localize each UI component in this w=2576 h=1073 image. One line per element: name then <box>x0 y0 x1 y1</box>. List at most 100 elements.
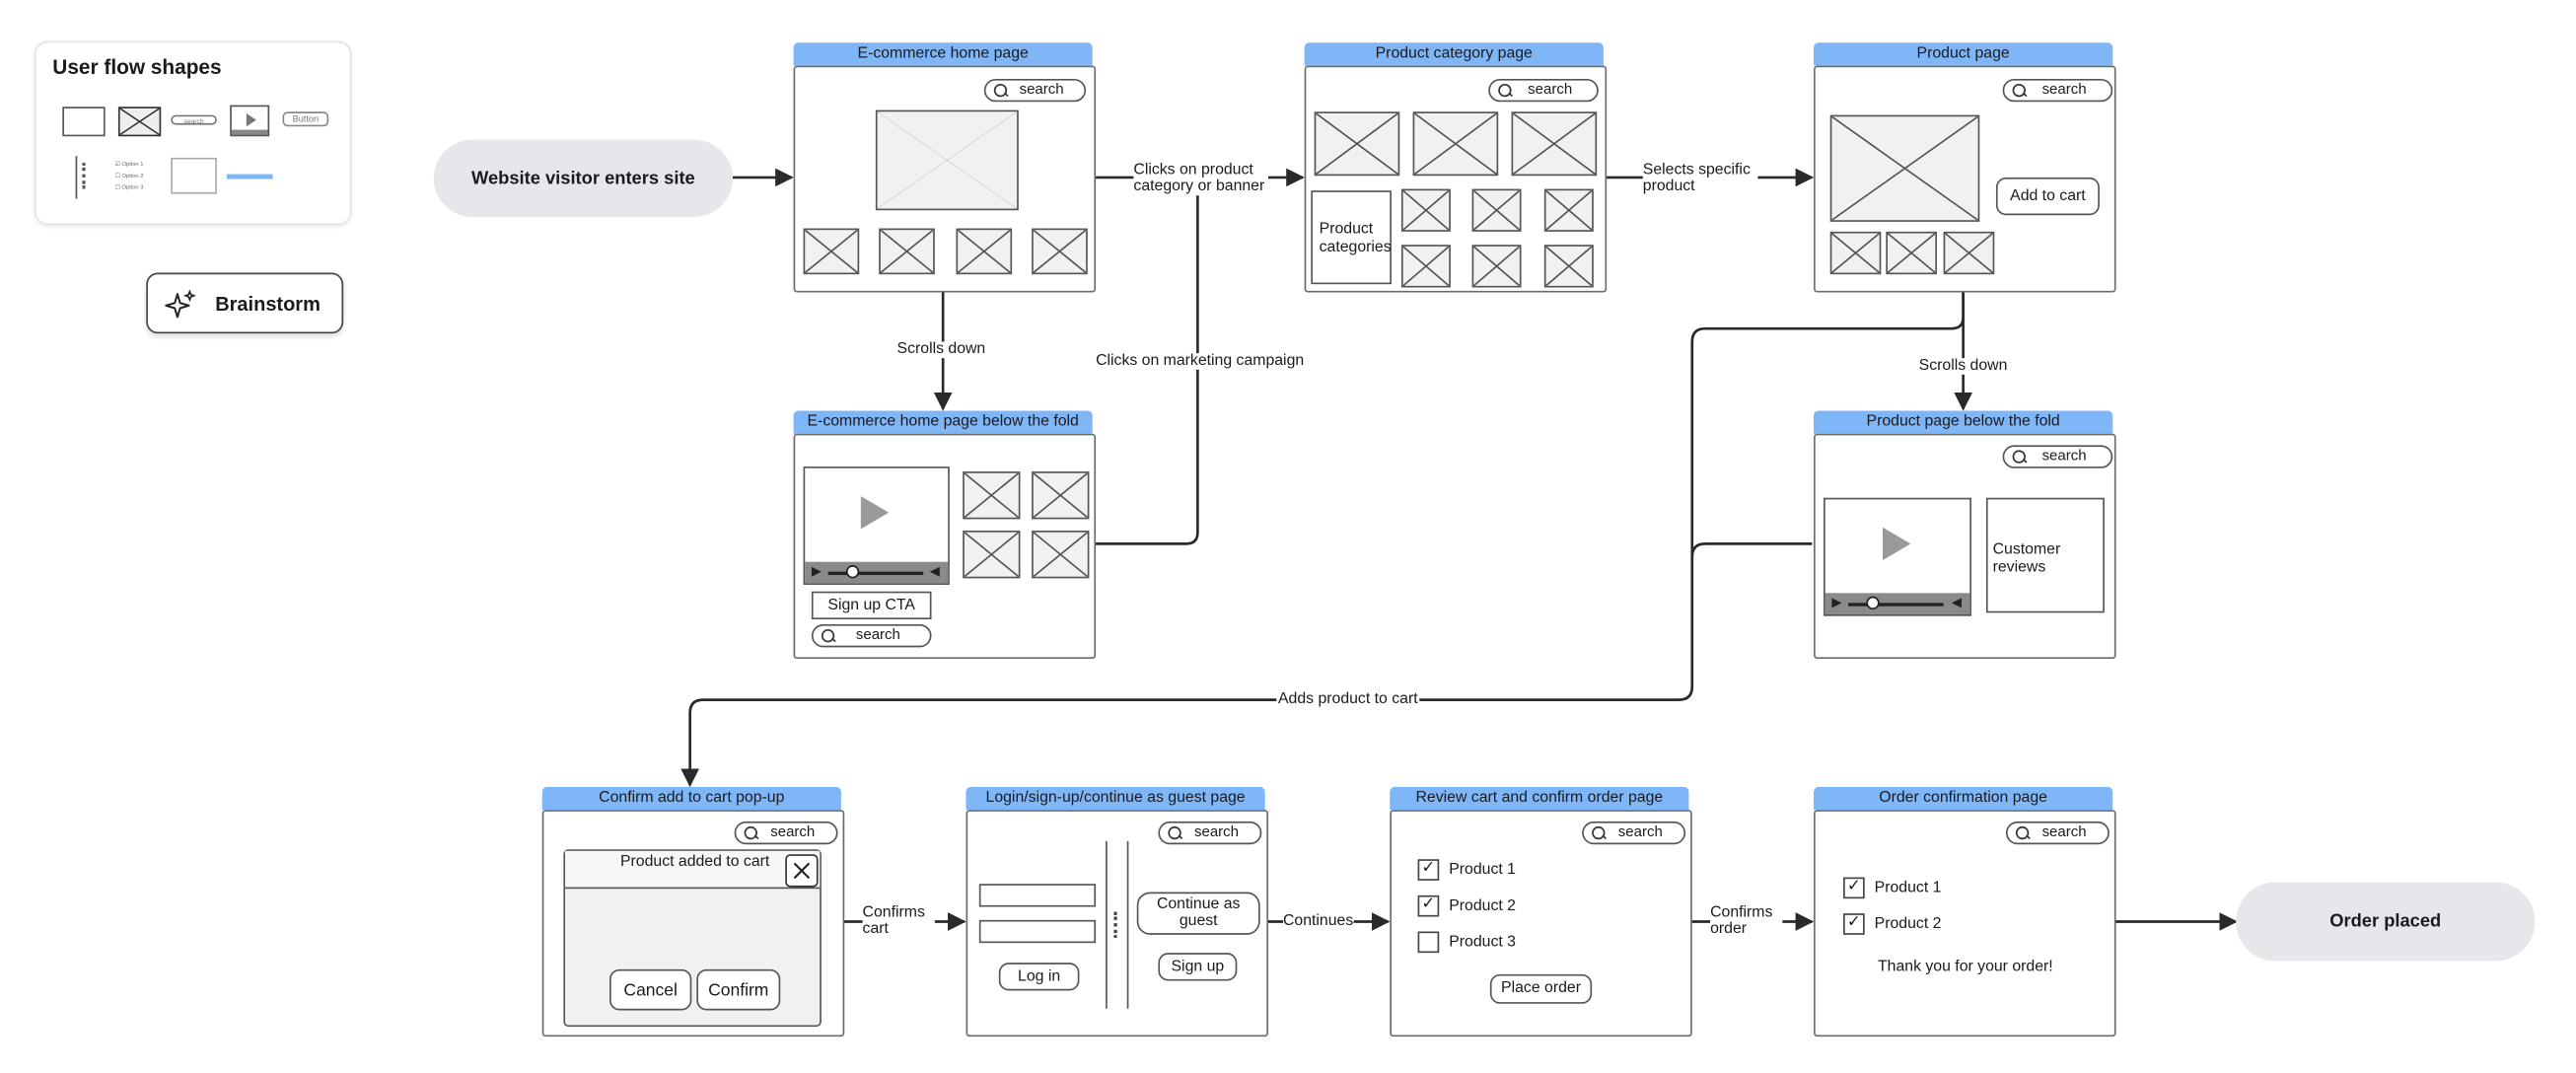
sparkle-icon <box>165 289 196 319</box>
add-to-cart-button[interactable]: Add to cart <box>1995 177 2100 216</box>
shape-card[interactable] <box>171 157 217 194</box>
search-input[interactable]: search <box>2005 821 2110 845</box>
brainstorm-label: Brainstorm <box>215 292 321 316</box>
shape-dots[interactable] <box>82 162 86 189</box>
edge-product-cart <box>680 289 1965 788</box>
signup-button[interactable]: Sign up <box>1158 953 1238 981</box>
search-icon <box>2012 83 2026 98</box>
confirm-button[interactable]: Confirm <box>696 968 781 1011</box>
image-thumb <box>1032 471 1090 520</box>
image-thumb <box>1032 531 1090 579</box>
search-icon <box>2012 450 2026 464</box>
cancel-button[interactable]: Cancel <box>609 968 692 1011</box>
shape-image-placeholder[interactable] <box>117 107 162 137</box>
image-thumb <box>879 228 935 275</box>
edge-label-selects-product: Selects specific product <box>1642 162 1758 196</box>
shape-video[interactable] <box>230 105 270 137</box>
thank-you-message: Thank you for your order! <box>1878 958 2053 976</box>
continue-as-guest-button[interactable]: Continue as guest <box>1136 892 1260 935</box>
video-player[interactable] <box>1824 497 1971 616</box>
signup-cta-button[interactable]: Sign up CTA <box>811 591 932 620</box>
shape-rectangle[interactable] <box>62 107 106 137</box>
brainstorm-button[interactable]: Brainstorm <box>146 272 344 334</box>
search-input[interactable]: search <box>734 821 838 845</box>
product-fold-header: Product page below the fold <box>1814 410 2113 434</box>
search-input[interactable]: search <box>2002 78 2113 103</box>
search-icon <box>2015 825 2030 840</box>
edge-label-scrolls-down-product: Scrolls down <box>1918 356 2008 375</box>
search-input[interactable]: search <box>983 78 1087 103</box>
image-thumb <box>1886 231 1937 275</box>
volume-icon <box>929 566 940 577</box>
divider-line <box>1106 840 1108 1009</box>
search-input[interactable]: search <box>1488 78 1599 103</box>
search-input[interactable]: search <box>2002 445 2113 468</box>
checkbox-checked[interactable]: ✓ <box>1417 894 1440 917</box>
shape-vertical-divider[interactable] <box>75 156 78 199</box>
edge-marketing <box>1094 193 1199 545</box>
product-page-header: Product page <box>1814 42 2113 66</box>
search-input[interactable]: search <box>1582 821 1686 845</box>
username-field[interactable] <box>978 884 1097 907</box>
customer-reviews-box[interactable]: Customer reviews <box>1985 497 2105 613</box>
edge-label-adds-to-cart: Adds product to cart <box>1276 689 1420 708</box>
confirm-popup-header: Confirm add to cart pop-up <box>541 786 841 811</box>
order-conf-header: Order confirmation page <box>1814 786 2113 811</box>
close-icon[interactable] <box>785 854 819 888</box>
checkbox-checked: ✓ <box>1843 877 1865 899</box>
search-icon <box>1168 825 1181 840</box>
image-thumb <box>1829 231 1882 275</box>
image-thumb <box>1471 245 1522 288</box>
category-page-frame: search Product categories <box>1304 65 1608 293</box>
divider-line <box>1126 840 1129 1009</box>
checkbox-checked: ✓ <box>1843 913 1865 935</box>
place-order-button[interactable]: Place order <box>1489 973 1593 1004</box>
image-thumb <box>1543 245 1594 288</box>
image-thumb <box>963 531 1021 579</box>
volume-icon <box>1951 598 1962 608</box>
end-node: Order placed <box>2236 882 2536 962</box>
panel-title: User flow shapes <box>52 55 222 79</box>
product-categories-box[interactable]: Product categories <box>1311 190 1392 285</box>
search-icon <box>1498 83 1512 98</box>
cart-item-label: Product 1 <box>1449 860 1516 880</box>
scrubber-handle[interactable] <box>1866 596 1880 610</box>
image-thumb <box>1543 188 1594 232</box>
image-thumb <box>1400 245 1451 288</box>
home-fold-header: E-commerce home page below the fold <box>793 410 1093 434</box>
checkbox-unchecked[interactable] <box>1417 931 1440 954</box>
edge-label-clicks-category: Clicks on product category or banner <box>1133 162 1268 196</box>
shape-header-bar[interactable] <box>226 174 273 179</box>
play-icon <box>860 496 890 530</box>
category-image <box>1412 111 1499 177</box>
search-input[interactable]: search <box>1158 821 1262 845</box>
confirm-popup-frame: search Product added to cart Cancel Conf… <box>541 810 845 1037</box>
review-page-frame: search ✓ Product 1 ✓ Product 2 Product 3… <box>1390 810 1692 1037</box>
login-button[interactable]: Log in <box>998 963 1080 991</box>
cart-item-label: Product 3 <box>1449 933 1516 952</box>
category-image <box>1314 111 1400 177</box>
checkbox-checked[interactable]: ✓ <box>1417 859 1440 881</box>
edge-fold-cart <box>1690 542 1813 557</box>
image-thumb <box>1032 228 1088 275</box>
shape-checklist[interactable]: ☑ Option 1 ☐ Option 2 ☐ Option 3 <box>114 161 144 191</box>
video-player[interactable] <box>803 466 950 586</box>
search-icon <box>821 629 835 643</box>
cart-item-label: Product 2 <box>1449 896 1516 915</box>
search-input[interactable]: search <box>811 624 932 648</box>
search-icon <box>993 83 1008 98</box>
image-thumb <box>803 228 860 275</box>
shape-search[interactable]: search <box>171 114 217 125</box>
home-page-header: E-commerce home page <box>793 42 1093 66</box>
popup-title-bar: Product added to cart <box>565 850 821 890</box>
shape-button[interactable]: Button <box>282 111 329 127</box>
category-page-header: Product category page <box>1304 42 1604 66</box>
video-controls <box>1825 593 1970 615</box>
login-page-frame: search Log in Continue as guest Sign up <box>966 810 1268 1037</box>
order-item-label: Product 2 <box>1874 914 1942 934</box>
review-page-header: Review cart and confirm order page <box>1390 786 1689 811</box>
scrubber-handle[interactable] <box>845 565 860 579</box>
password-field[interactable] <box>978 919 1097 944</box>
edge-label-confirms-order: Confirms order <box>1710 904 1783 939</box>
category-image <box>1511 111 1598 177</box>
